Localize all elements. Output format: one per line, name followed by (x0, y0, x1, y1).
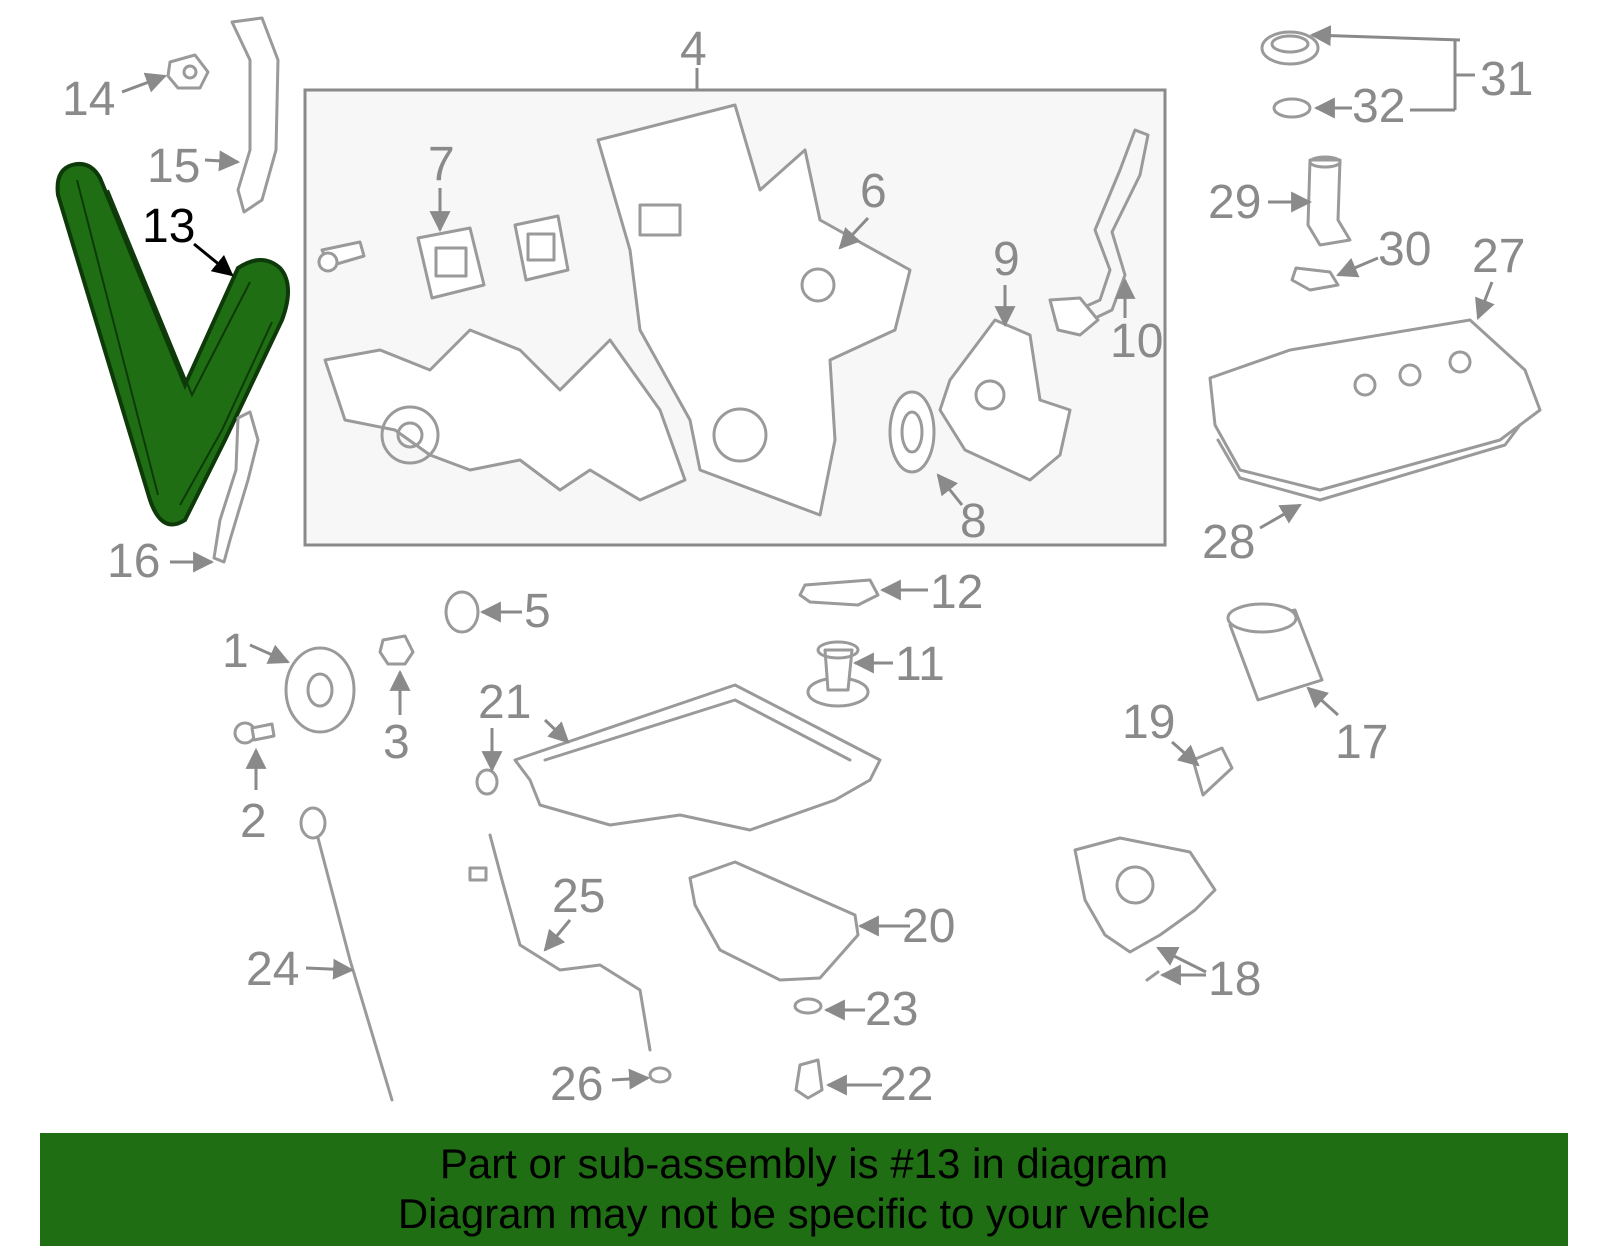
part-30-gasket[interactable] (1290, 266, 1340, 292)
callout-25[interactable]: 25 (552, 870, 605, 923)
callout-8[interactable]: 8 (960, 495, 987, 548)
part-21-oil-pan-upper[interactable] (513, 683, 882, 832)
part-20-oil-pan-lower[interactable] (688, 860, 860, 982)
callout-11[interactable]: 11 (895, 638, 945, 691)
callout-29[interactable]: 29 (1208, 176, 1261, 229)
part-19-fitting[interactable] (1191, 746, 1234, 797)
part-9-oil-pump-cover[interactable] (938, 318, 1072, 482)
callout-32[interactable]: 32 (1352, 80, 1405, 133)
part-14-tensioner[interactable] (166, 53, 210, 90)
callout-14[interactable]: 14 (62, 73, 115, 126)
callout-27[interactable]: 27 (1472, 230, 1525, 283)
part-17-oil-filter[interactable] (1226, 602, 1324, 702)
callout-5[interactable]: 5 (524, 585, 551, 638)
callout-13[interactable]: 13 (142, 200, 195, 253)
callout-23[interactable]: 23 (865, 983, 918, 1036)
callout-31[interactable]: 31 (1480, 53, 1533, 106)
part-6-timing-cover[interactable] (596, 103, 912, 517)
part-7-plate[interactable] (416, 226, 486, 300)
part-26-o-ring[interactable] (648, 1066, 672, 1084)
part-29-filler-pipe[interactable] (1306, 155, 1352, 247)
part-12-gasket[interactable] (798, 578, 880, 607)
callout-20[interactable]: 20 (902, 900, 955, 953)
callout-2[interactable]: 2 (240, 795, 267, 848)
banner-line-1: Part or sub-assembly is #13 in diagram (439, 1140, 1169, 1187)
o-ring-21[interactable] (475, 768, 499, 796)
callout-3[interactable]: 3 (383, 716, 410, 769)
callout-28[interactable]: 28 (1202, 516, 1255, 569)
part-32-gasket[interactable] (1272, 97, 1312, 119)
callout-17[interactable]: 17 (1335, 716, 1388, 769)
part-23-gasket[interactable] (793, 997, 823, 1015)
part-28-gasket[interactable] (1216, 423, 1522, 502)
part-15-chain-guide[interactable] (230, 16, 280, 214)
part-31-oil-filler-cap[interactable] (1260, 30, 1320, 66)
part-5-o-ring[interactable] (444, 590, 480, 634)
part-11-strainer[interactable] (806, 640, 870, 708)
part-7-gasket[interactable] (513, 214, 570, 282)
callout-22[interactable]: 22 (880, 1058, 933, 1111)
part-3-sprocket[interactable] (378, 634, 415, 666)
callout-21[interactable]: 21 (478, 676, 531, 729)
callout-12[interactable]: 12 (930, 566, 983, 619)
callout-26[interactable]: 26 (550, 1058, 603, 1111)
callout-16[interactable]: 16 (107, 535, 160, 588)
part-22-drain-plug[interactable] (794, 1058, 824, 1100)
callout-19[interactable]: 19 (1122, 696, 1175, 749)
part-8-rotor[interactable] (888, 390, 936, 474)
callout-4[interactable]: 4 (680, 23, 707, 76)
bolt-in-group[interactable] (317, 240, 366, 273)
callout-15[interactable]: 15 (147, 140, 200, 193)
part-18-filter-housing[interactable] (1073, 836, 1217, 982)
callout-10[interactable]: 10 (1110, 315, 1163, 368)
part-16-chain-guide[interactable] (212, 410, 260, 564)
timing-chain-part-13[interactable] (55, 161, 290, 527)
part-27-valve-cover[interactable] (1208, 318, 1542, 492)
part-2-bolt[interactable] (233, 721, 276, 745)
info-banner: Part or sub-assembly is #13 in diagram D… (40, 1133, 1568, 1246)
callout-18[interactable]: 18 (1208, 953, 1261, 1006)
callout-1[interactable]: 1 (222, 625, 249, 678)
callout-24[interactable]: 24 (246, 943, 299, 996)
callout-9[interactable]: 9 (993, 233, 1020, 286)
water-pump[interactable] (323, 328, 687, 502)
callout-6[interactable]: 6 (860, 165, 887, 218)
callout-7[interactable]: 7 (428, 138, 455, 191)
part-24-dipstick[interactable] (299, 806, 394, 1102)
callout-30[interactable]: 30 (1378, 223, 1431, 276)
part-1-pulley[interactable] (284, 646, 356, 734)
banner-line-2: Diagram may not be specific to your vehi… (397, 1190, 1211, 1237)
part-25-dipstick-tube[interactable] (468, 833, 652, 1052)
